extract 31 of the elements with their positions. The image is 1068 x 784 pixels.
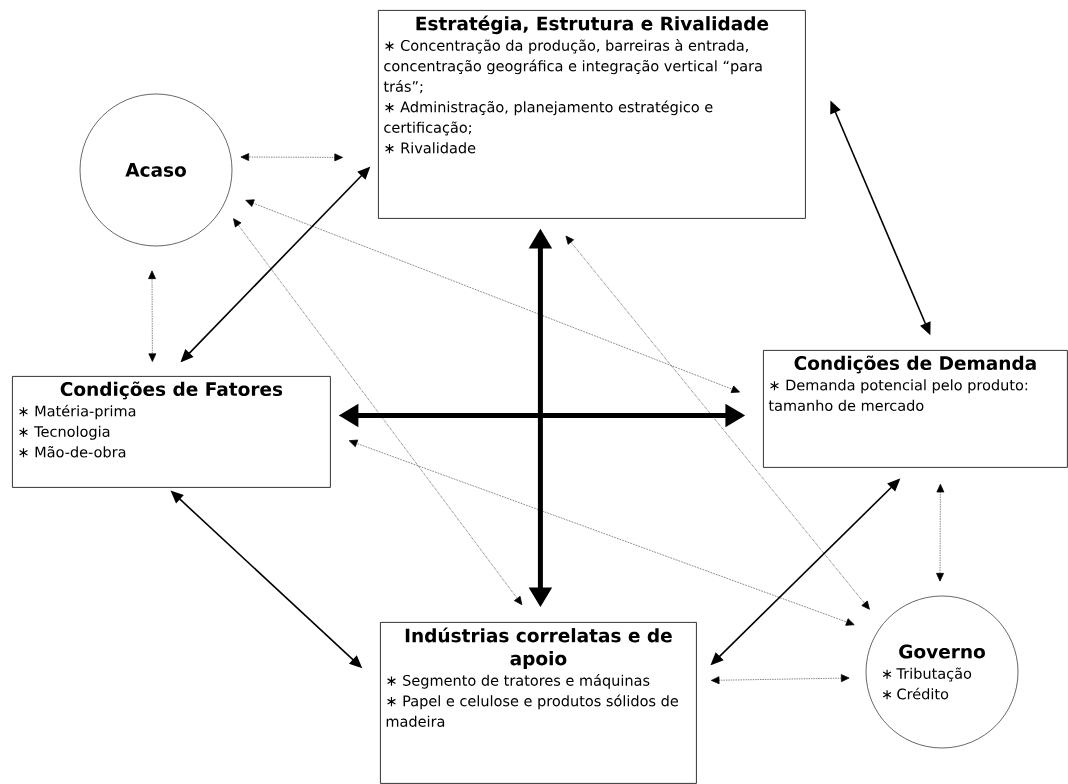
arrow xyxy=(240,153,343,162)
factor-box xyxy=(380,622,697,784)
arrow xyxy=(936,483,945,582)
bullet-text: ∗ Demanda potencial pelo produto: tamanho de mercado xyxy=(768,379,1028,411)
heading: Condições de Demanda xyxy=(794,355,1036,374)
heading: Condições de Fatores xyxy=(60,381,283,400)
arrow xyxy=(148,270,157,362)
factor-box xyxy=(378,10,806,219)
arrow xyxy=(233,218,523,606)
bullet-text: ∗ Crédito xyxy=(882,687,949,700)
bullet-text: ∗ Matéria-prima xyxy=(19,404,136,420)
bullet-text: ∗ Segmento de tratores e máquinas xyxy=(387,674,650,689)
arrow xyxy=(245,199,740,393)
bullet-text: ∗ Rivalidade xyxy=(385,142,476,154)
factor-circle xyxy=(865,595,1019,749)
bullet-text: ∗ Tributação xyxy=(882,667,972,682)
heading: Indústrias correlatas e de apoio xyxy=(405,627,672,670)
bullet-text: ∗ Papel e celulose e produtos sólidos de madeira xyxy=(386,694,678,727)
bullet-text: ∗ Tecnologia xyxy=(19,425,110,440)
arrow xyxy=(348,439,855,626)
heading: Estratégia, Estrutura e Rivalidade xyxy=(416,15,769,35)
arrow xyxy=(565,235,870,610)
factor-box xyxy=(12,376,331,488)
arrow xyxy=(710,674,850,685)
factor-box xyxy=(763,350,1068,468)
heading: Acaso xyxy=(125,163,186,177)
bullet-text: ∗ Administração, planejamento estratégico e certificação; xyxy=(384,100,713,136)
bullet-text: ∗ Concentração da produção, barreiras à entrada, concentração geográfica e integração vertical “para trás”; xyxy=(383,39,762,94)
bullet-text: ∗ Mão-de-obra xyxy=(19,446,126,458)
factor-circle xyxy=(79,93,233,247)
heading: Governo xyxy=(899,644,985,659)
